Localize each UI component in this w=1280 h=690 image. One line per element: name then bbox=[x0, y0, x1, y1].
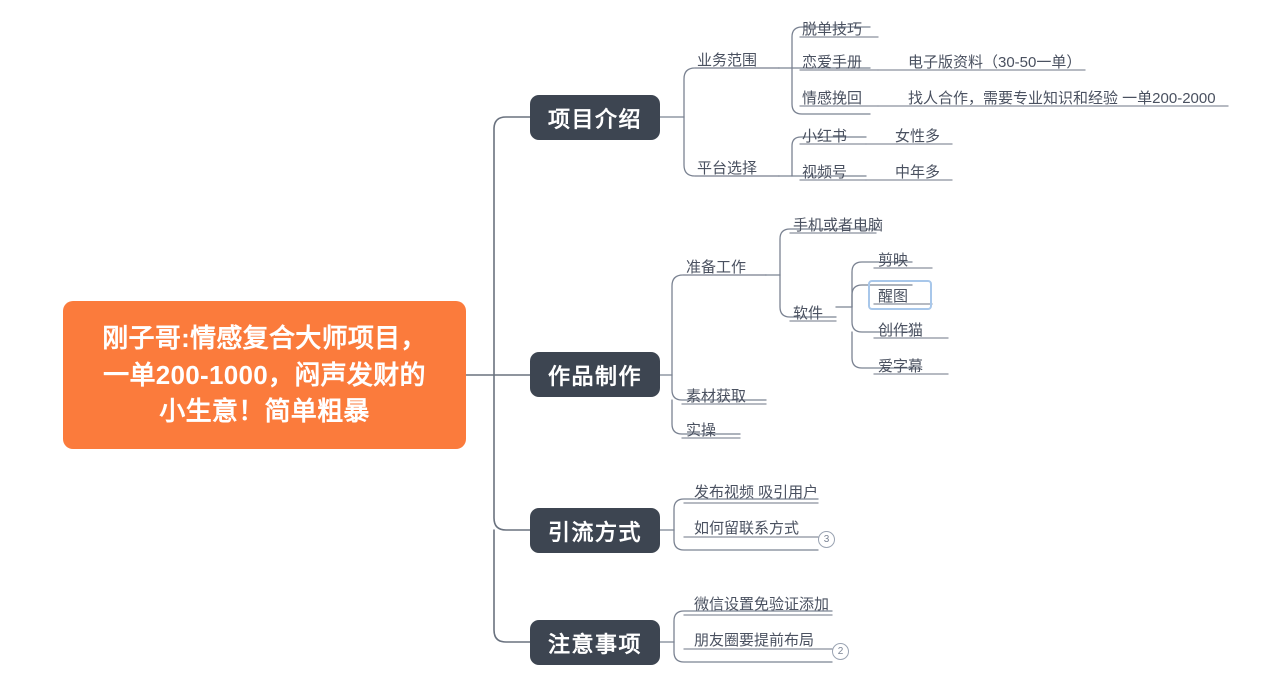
detail-video-account[interactable]: 中年多 bbox=[895, 164, 941, 181]
root-node-label: 刚子哥:情感复合大师项目， 一单200-1000，闷声发财的 小生意！简单粗暴 bbox=[102, 322, 427, 427]
selection-highlight-xingtu[interactable] bbox=[868, 280, 932, 310]
detail-emotion-recovery[interactable]: 找人合作，需要专业知识和经验 一单200-2000 bbox=[908, 90, 1216, 107]
leaf-xingtu[interactable]: 醒图 bbox=[878, 288, 909, 305]
leaf-how-to-leave-contact[interactable]: 如何留联系方式 bbox=[694, 520, 800, 537]
leaf-publish-video-attract-users[interactable]: 发布视频 吸引用户 bbox=[694, 484, 819, 501]
leaf-single-skills[interactable]: 脱单技巧 bbox=[802, 21, 863, 38]
collapsed-count-badge-3[interactable]: 3 bbox=[818, 531, 835, 548]
branch-label: 引流方式 bbox=[547, 519, 642, 545]
branch-label: 注意事项 bbox=[547, 631, 642, 657]
leaf-aizimu[interactable]: 爱字幕 bbox=[878, 358, 924, 375]
branch-label: 作品制作 bbox=[547, 363, 642, 389]
branch-node-project-intro[interactable]: 项目介绍 bbox=[530, 95, 660, 140]
collapsed-count-badge-2[interactable]: 2 bbox=[832, 643, 849, 660]
leaf-love-handbook[interactable]: 恋爱手册 bbox=[802, 54, 863, 71]
leaf-preparation[interactable]: 准备工作 bbox=[686, 259, 747, 276]
leaf-jianying[interactable]: 剪映 bbox=[878, 252, 909, 269]
leaf-chuangzuomao[interactable]: 创作猫 bbox=[878, 322, 924, 339]
leaf-emotion-recovery[interactable]: 情感挽回 bbox=[802, 90, 863, 107]
branch-node-content-production[interactable]: 作品制作 bbox=[530, 352, 660, 397]
leaf-moments-layout-ahead[interactable]: 朋友圈要提前布局 bbox=[694, 632, 815, 649]
leaf-platform-choice[interactable]: 平台选择 bbox=[697, 160, 758, 177]
leaf-material-acquisition[interactable]: 素材获取 bbox=[686, 388, 747, 405]
detail-xiaohongshu[interactable]: 女性多 bbox=[895, 128, 941, 145]
leaf-video-account[interactable]: 视频号 bbox=[802, 164, 848, 181]
leaf-software[interactable]: 软件 bbox=[793, 305, 824, 322]
leaf-business-scope[interactable]: 业务范围 bbox=[697, 52, 758, 69]
detail-love-handbook[interactable]: 电子版资料（30-50一单） bbox=[908, 54, 1082, 71]
leaf-practice[interactable]: 实操 bbox=[686, 422, 717, 439]
branch-node-precautions[interactable]: 注意事项 bbox=[530, 620, 660, 665]
root-node[interactable]: 刚子哥:情感复合大师项目， 一单200-1000，闷声发财的 小生意！简单粗暴 bbox=[63, 301, 466, 449]
leaf-wechat-no-verify-add[interactable]: 微信设置免验证添加 bbox=[694, 596, 830, 613]
branch-label: 项目介绍 bbox=[547, 106, 642, 132]
leaf-xiaohongshu[interactable]: 小红书 bbox=[802, 128, 848, 145]
leaf-phone-or-computer[interactable]: 手机或者电脑 bbox=[793, 217, 884, 234]
branch-node-traffic-method[interactable]: 引流方式 bbox=[530, 508, 660, 553]
